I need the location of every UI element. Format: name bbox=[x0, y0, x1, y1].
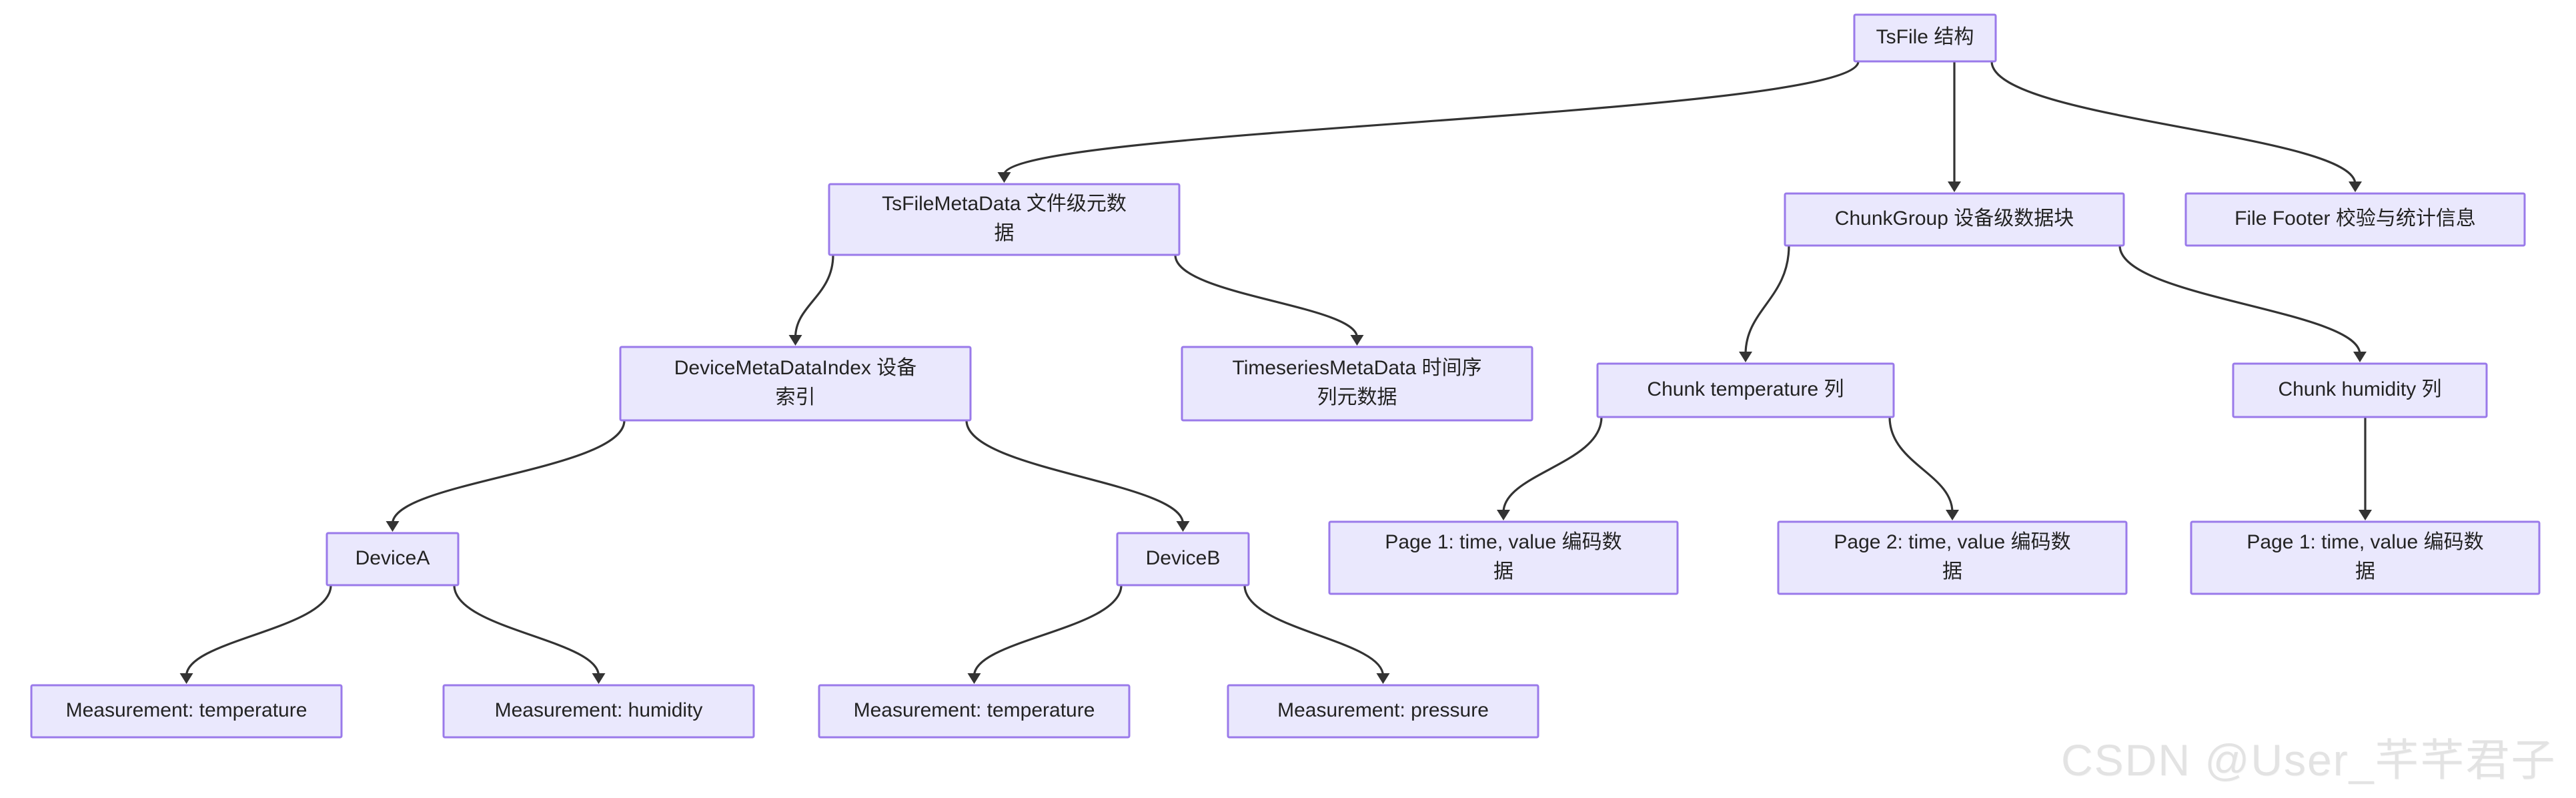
arrowhead-chunkgrp-to-chunktemp bbox=[1739, 352, 1752, 362]
node-label-root: TsFile 结构 bbox=[1876, 26, 1974, 48]
node-label-chunkgrp: ChunkGroup 设备级数据块 bbox=[1835, 208, 2074, 230]
edge-chunktemp-to-pageT2 bbox=[1888, 416, 1954, 513]
arrowhead-meta-to-tsmeta bbox=[1350, 335, 1364, 346]
arrowhead-root-to-meta bbox=[997, 172, 1011, 183]
csdn-watermark: CSDN @User_芊芊君子 bbox=[2061, 735, 2557, 785]
node-label-chunkhum: Chunk humidity 列 bbox=[2278, 378, 2441, 400]
node-mB1[interactable]: Measurement: temperature bbox=[818, 684, 1131, 739]
node-label-mA2: Measurement: humidity bbox=[495, 699, 703, 721]
node-devB[interactable]: DeviceB bbox=[1116, 532, 1250, 586]
edge-chunkgrp-to-chunkhum bbox=[2118, 245, 2361, 355]
node-box-mB1 bbox=[818, 684, 1131, 739]
node-box-mA1 bbox=[30, 684, 343, 739]
node-box-chunkgrp bbox=[1784, 192, 2125, 247]
node-label-dmindex: DeviceMetaDataIndex 设备索引 bbox=[674, 357, 917, 408]
node-label-pageT1: Page 1: time, value 编码数据 bbox=[1385, 531, 1622, 582]
node-label-pageT2: Page 2: time, value 编码数据 bbox=[1834, 531, 2070, 582]
node-chunkhum[interactable]: Chunk humidity 列 bbox=[2232, 362, 2488, 418]
node-box-mB2 bbox=[1227, 684, 1539, 739]
edge-chunktemp-to-pageT1 bbox=[1502, 416, 1603, 513]
node-box-meta bbox=[828, 183, 1181, 256]
node-box-footer bbox=[2184, 192, 2526, 247]
arrowhead-dmindex-to-devB bbox=[1176, 521, 1190, 532]
edge-meta-to-dmindex bbox=[794, 254, 834, 338]
arrowhead-dmindex-to-devA bbox=[386, 521, 400, 532]
node-label-devA: DeviceA bbox=[356, 547, 430, 569]
node-meta[interactable]: TsFileMetaData 文件级元数据 bbox=[828, 183, 1181, 256]
node-box-pageT1 bbox=[1328, 520, 1679, 595]
node-box-root bbox=[1853, 13, 1997, 63]
node-label-chunktemp: Chunk temperature 列 bbox=[1647, 378, 1844, 400]
node-label-meta: TsFileMetaData 文件级元数据 bbox=[882, 193, 1127, 244]
edge-dmindex-to-devA bbox=[391, 420, 626, 524]
node-mA2[interactable]: Measurement: humidity bbox=[442, 684, 755, 739]
node-chunktemp[interactable]: Chunk temperature 列 bbox=[1596, 362, 1895, 418]
node-box-pageH1 bbox=[2190, 520, 2541, 595]
edge-devB-to-mB2 bbox=[1243, 584, 1385, 677]
node-tsmeta[interactable]: TimeseriesMetaData 时间序列元数据 bbox=[1181, 346, 1533, 422]
node-dmindex[interactable]: DeviceMetaDataIndex 设备索引 bbox=[619, 346, 972, 422]
node-label-mB1: Measurement: temperature bbox=[854, 699, 1095, 721]
node-footer[interactable]: File Footer 校验与统计信息 bbox=[2184, 192, 2526, 247]
arrowhead-devA-to-mA1 bbox=[179, 673, 193, 684]
node-box-mA2 bbox=[442, 684, 755, 739]
edge-root-to-footer bbox=[1990, 61, 2357, 185]
arrowhead-devB-to-mB1 bbox=[967, 673, 981, 684]
node-pageT2[interactable]: Page 2: time, value 编码数据 bbox=[1777, 520, 2128, 595]
node-devA[interactable]: DeviceA bbox=[326, 532, 460, 586]
arrowhead-meta-to-dmindex bbox=[788, 335, 802, 346]
node-box-tsmeta bbox=[1181, 346, 1533, 422]
node-box-pageT2 bbox=[1777, 520, 2128, 595]
node-label-mB2: Measurement: pressure bbox=[1277, 699, 1489, 721]
edge-root-to-meta bbox=[1003, 61, 1860, 175]
node-label-tsmeta: TimeseriesMetaData 时间序列元数据 bbox=[1233, 357, 1482, 408]
arrowhead-devA-to-mA2 bbox=[592, 673, 606, 684]
node-box-chunktemp bbox=[1596, 362, 1895, 418]
arrowhead-devB-to-mB2 bbox=[1376, 673, 1390, 684]
edge-devA-to-mA2 bbox=[453, 584, 600, 677]
node-root[interactable]: TsFile 结构 bbox=[1853, 13, 1997, 63]
node-label-footer: File Footer 校验与统计信息 bbox=[2234, 208, 2476, 230]
edge-dmindex-to-devB bbox=[965, 420, 1185, 524]
node-box-chunkhum bbox=[2232, 362, 2488, 418]
nodes-layer: TsFile 结构 TsFileMetaData 文件级元数据 ChunkGroup… bbox=[30, 13, 2541, 739]
node-box-dmindex bbox=[619, 346, 972, 422]
arrowhead-root-to-chunkgrp bbox=[1948, 181, 1961, 192]
node-box-devB bbox=[1116, 532, 1250, 586]
edge-devA-to-mA1 bbox=[185, 584, 332, 677]
node-pageT1[interactable]: Page 1: time, value 编码数据 bbox=[1328, 520, 1679, 595]
node-mA1[interactable]: Measurement: temperature bbox=[30, 684, 343, 739]
node-label-mA1: Measurement: temperature bbox=[66, 699, 307, 721]
edge-meta-to-tsmeta bbox=[1174, 254, 1359, 338]
arrowhead-chunkgrp-to-chunkhum bbox=[2353, 352, 2367, 362]
edge-devB-to-mB1 bbox=[973, 584, 1123, 677]
node-chunkgrp[interactable]: ChunkGroup 设备级数据块 bbox=[1784, 192, 2125, 247]
edge-chunkgrp-to-chunktemp bbox=[1744, 245, 1790, 355]
arrowhead-chunktemp-to-pageT2 bbox=[1946, 510, 1959, 520]
node-pageH1[interactable]: Page 1: time, value 编码数据 bbox=[2190, 520, 2541, 595]
arrowhead-chunktemp-to-pageT1 bbox=[1497, 510, 1510, 520]
arrowhead-root-to-footer bbox=[2349, 181, 2362, 192]
edges-layer bbox=[179, 61, 2372, 684]
node-label-devB: DeviceB bbox=[1146, 547, 1221, 569]
node-label-pageH1: Page 1: time, value 编码数据 bbox=[2246, 531, 2483, 582]
node-box-devA bbox=[326, 532, 460, 586]
arrowhead-chunkhum-to-pageH1 bbox=[2359, 510, 2372, 520]
node-mB2[interactable]: Measurement: pressure bbox=[1227, 684, 1539, 739]
